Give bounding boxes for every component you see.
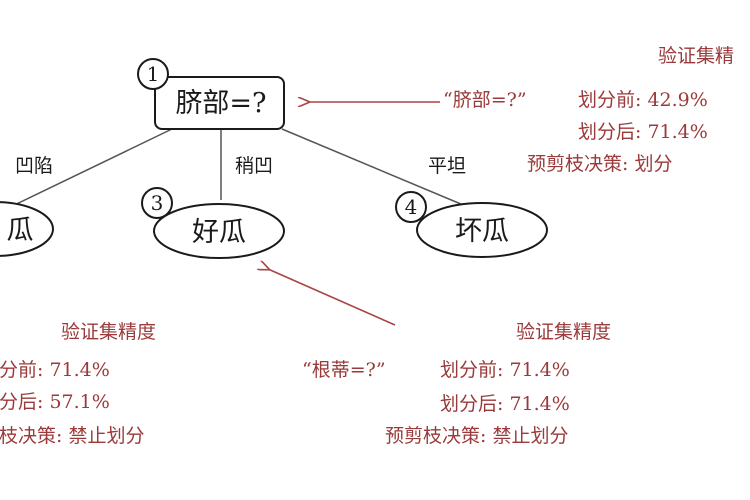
root-node-number: 1 — [147, 62, 160, 86]
top-right-arrow-label: “脐部=?” — [443, 89, 527, 111]
edge-label-left: 凹陷 — [15, 155, 53, 177]
bottom-right-title: 验证集精度 — [516, 321, 611, 343]
right-leaf-number-circle — [395, 191, 427, 223]
right-leaf-number: 4 — [405, 195, 418, 219]
mid-leaf-number-circle — [141, 187, 173, 219]
edge-label-mid: 稍凹 — [235, 155, 273, 177]
arrow-to-mid-leaf — [268, 269, 396, 326]
bottom-left-title: 验证集精度 — [61, 321, 156, 343]
bottom-left-decision: 剪枝决策: 禁止划分 — [0, 425, 144, 447]
mid-leaf-label: 好瓜 — [192, 217, 246, 248]
top-right-decision: 预剪枝决策: 划分 — [527, 153, 672, 175]
bottom-right-before: 划分前: 71.4% — [440, 359, 570, 381]
root-node-number-circle — [137, 58, 169, 90]
edge-root-left — [0, 128, 173, 213]
right-leaf-ellipse — [416, 202, 548, 258]
left-leaf-ellipse — [0, 201, 54, 257]
top-right-after: 划分后: 71.4% — [578, 121, 708, 143]
mid-leaf-ellipse — [153, 203, 285, 259]
right-leaf-label: 坏瓜 — [455, 216, 509, 247]
edge-label-right: 平坦 — [428, 155, 466, 177]
left-leaf-label: 瓜 — [7, 215, 34, 246]
bottom-right-decision: 预剪枝决策: 禁止划分 — [385, 425, 568, 447]
bottom-right-arrow-label: “根蒂=?” — [302, 359, 386, 381]
top-right-title: 验证集精 — [658, 45, 734, 67]
bottom-right-after: 划分后: 71.4% — [440, 393, 570, 415]
top-right-before: 划分前: 42.9% — [578, 89, 708, 111]
root-node-label: 脐部=? — [175, 88, 266, 119]
bottom-left-after: 划分后: 57.1% — [0, 391, 110, 413]
root-node-box — [154, 76, 285, 130]
mid-leaf-number: 3 — [151, 191, 164, 215]
bottom-left-before: 划分前: 71.4% — [0, 359, 110, 381]
edge-root-right — [281, 128, 469, 208]
